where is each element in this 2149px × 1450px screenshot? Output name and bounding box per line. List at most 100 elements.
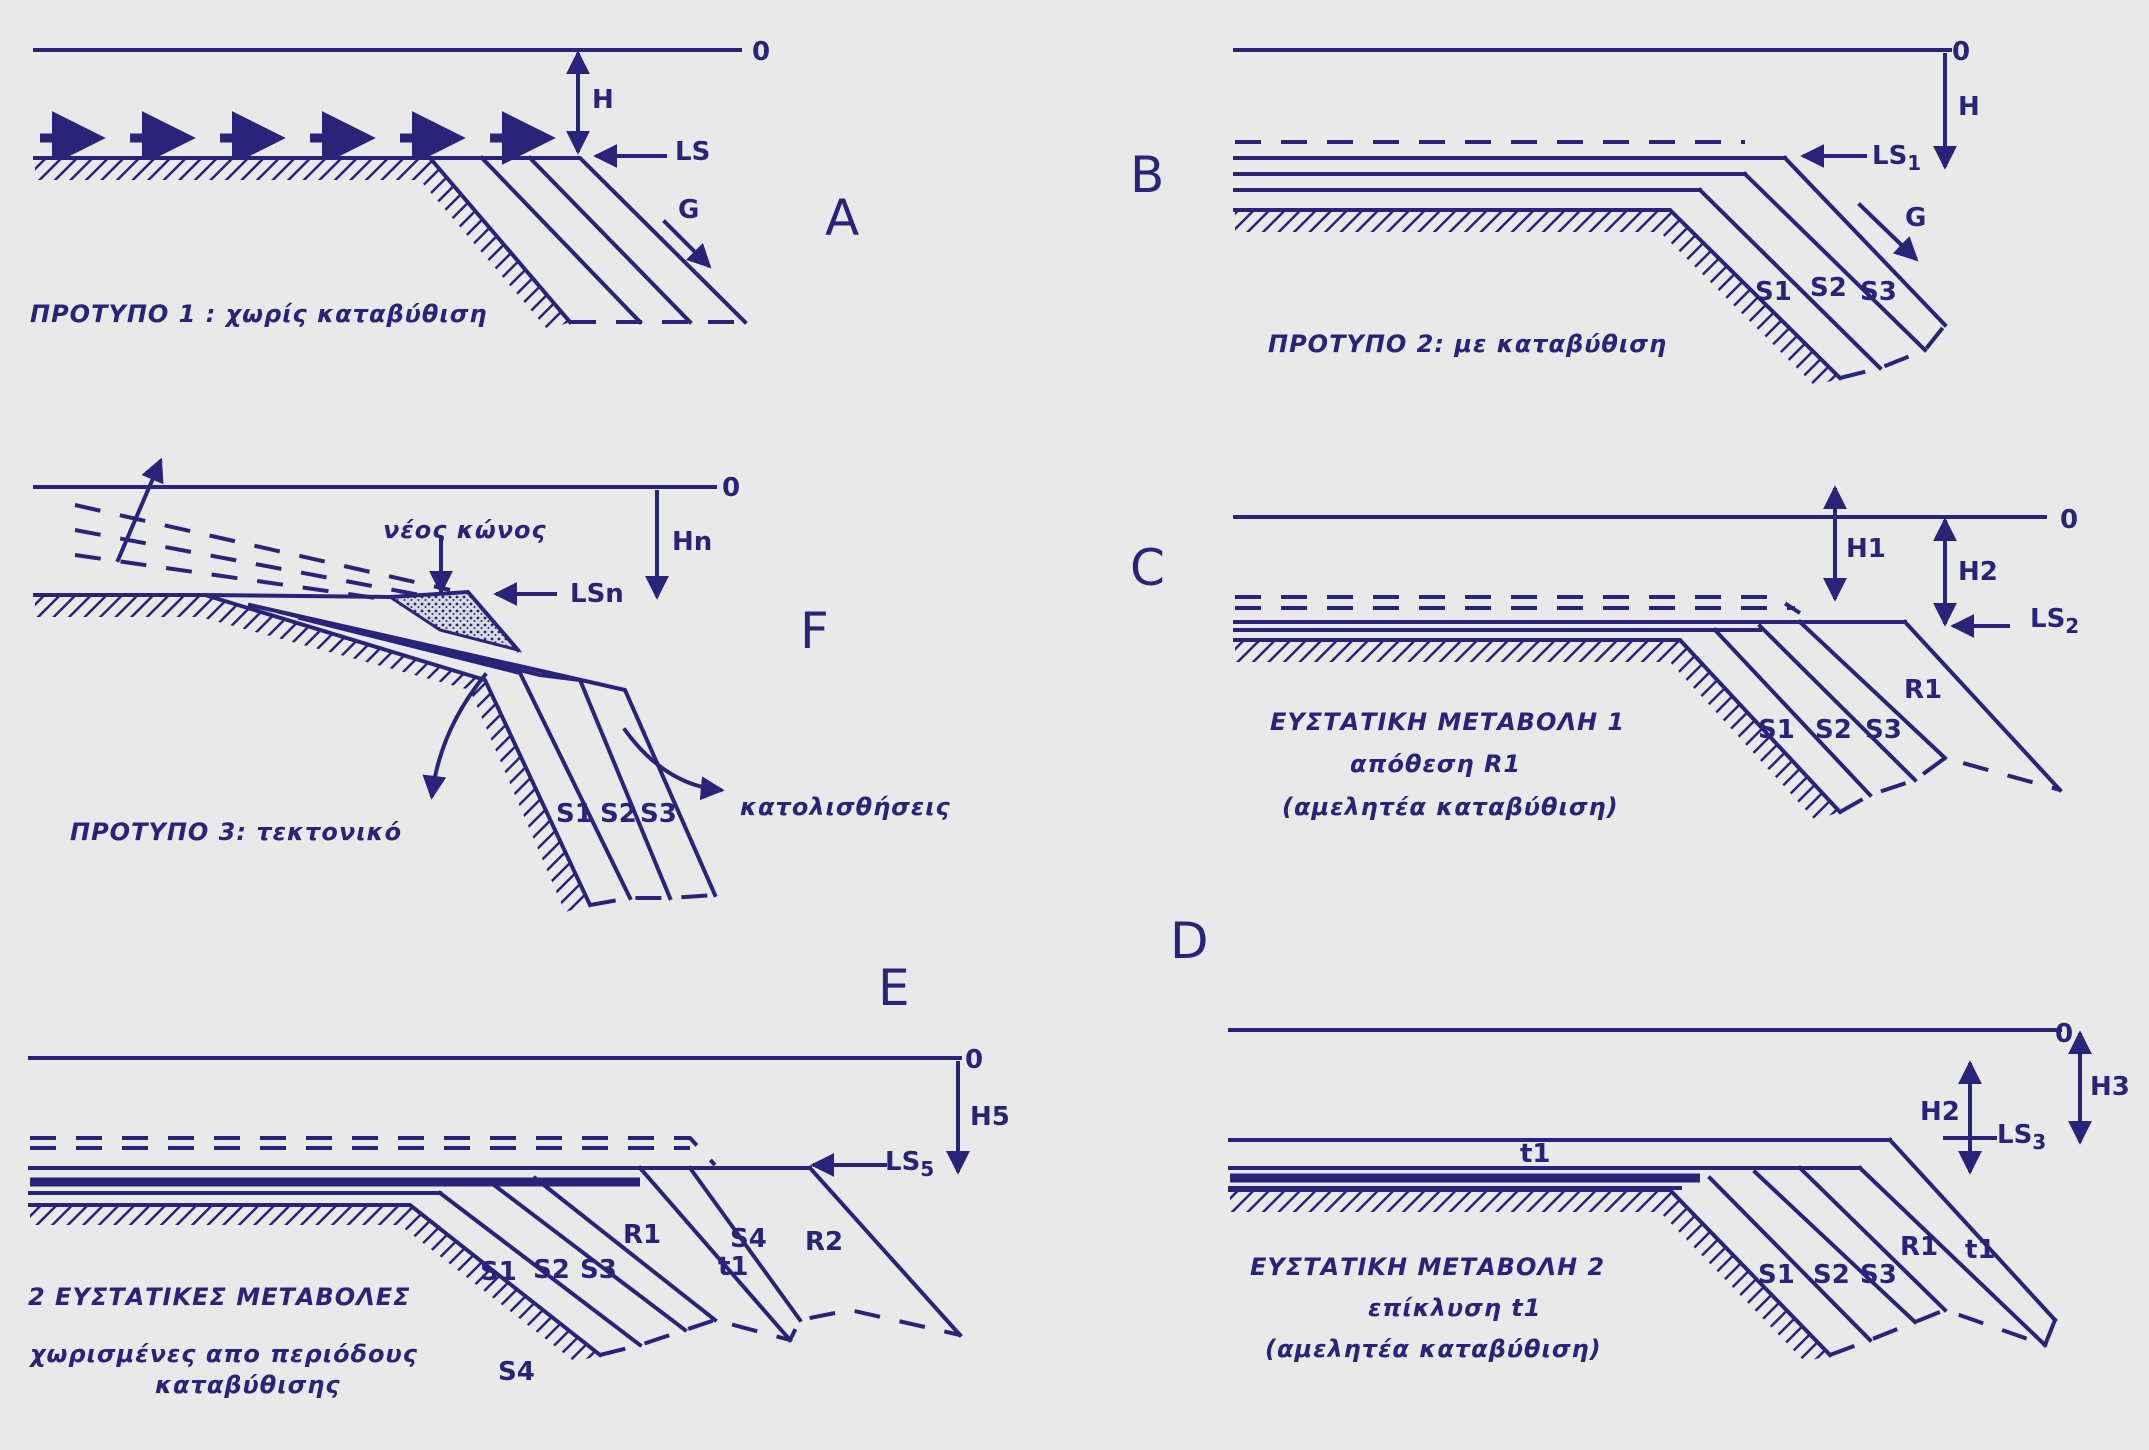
basement-surface — [1233, 208, 1843, 381]
gravity-label: G — [1905, 203, 1926, 233]
tilted-layer — [297, 615, 633, 901]
panel-caption-line-2: χωρισμένες απο περιόδους — [28, 1340, 418, 1368]
zero-label: 0 — [2060, 505, 2078, 535]
substrate-hatch — [35, 158, 570, 330]
uplifted-layer-dashed — [74, 528, 421, 597]
s2-label: S2 — [533, 1255, 570, 1285]
clinoform-s1 — [1707, 1175, 1873, 1343]
zero-label: 0 — [752, 37, 770, 67]
t1-top-label: t1 — [1520, 1139, 1551, 1169]
h1-label: H1 — [1846, 534, 1886, 564]
zero-label: 0 — [2055, 1019, 2073, 1049]
panel-caption-line-2: απόθεση R1 — [1350, 750, 1521, 778]
ls-label: LS3 — [1997, 1120, 2046, 1154]
r1-label: R1 — [623, 1220, 661, 1250]
uplift-arrow — [115, 457, 164, 563]
clinoform-s1 — [437, 1190, 643, 1348]
ls-label: LS5 — [885, 1147, 934, 1181]
r1-label: R1 — [1900, 1232, 1938, 1262]
panel-e: E 0 H5 LS5 S1 S2 S3 R1 S4 t1 R2 S4 2 ΕΥΣ… — [28, 959, 1010, 1399]
clinoform-r2 — [807, 1165, 963, 1338]
clinoform-s2 — [1752, 1169, 1918, 1325]
panel-caption-line-3: (αμελητέα καταβύθιση) — [1265, 1335, 1602, 1363]
gravity-arrow — [662, 219, 712, 269]
h3-label: H3 — [2090, 1072, 2130, 1102]
clinoform-s2 — [1742, 171, 1928, 353]
clinoform-s1 — [1712, 627, 1873, 798]
ls-label: LSn — [570, 579, 624, 609]
s2-label: S2 — [600, 799, 637, 829]
s1-label: S1 — [1755, 277, 1792, 307]
s3-label: S3 — [640, 799, 677, 829]
toe-dashed — [1829, 1307, 2046, 1357]
panel-caption-line-3: (αμελητέα καταβύθιση) — [1282, 793, 1619, 821]
panel-letter: D — [1170, 912, 1209, 970]
subsidence-arrow — [422, 672, 488, 800]
clinoform-r1 — [1902, 619, 2063, 793]
s1-label: S1 — [1758, 715, 1795, 745]
s1-label: S1 — [480, 1257, 517, 1287]
s1-label: S1 — [1758, 1260, 1795, 1290]
r2-label: R2 — [805, 1227, 843, 1257]
uplifted-layer-dashed — [74, 553, 391, 602]
panel-b: 0 H LS1 G S1 S2 S3 B ΠΡΟΤΥΠΟ 2: με καταβ… — [1130, 37, 1980, 386]
clinoform-r1 — [637, 1165, 793, 1343]
transgressive-slope — [1887, 1137, 2058, 1323]
clinoform-s2 — [487, 1179, 688, 1333]
substrate-hatch — [35, 595, 590, 912]
s2-label: S2 — [1810, 273, 1847, 303]
basement-surface — [1228, 1188, 1833, 1358]
clinoform-s3 — [1797, 619, 1948, 761]
clinoform-1 — [479, 155, 643, 325]
panel-letter: C — [1130, 539, 1165, 597]
clinoform-s4 — [687, 1165, 803, 1323]
toe-dashed — [1839, 755, 2061, 814]
zero-label: 0 — [965, 1045, 983, 1075]
s3-label: S3 — [1865, 715, 1902, 745]
t1-label: t1 — [718, 1252, 749, 1282]
panel-caption-line-1: ΕΥΣΤΑΤΙΚΗ ΜΕΤΑΒΟΛΗ 2 — [1250, 1253, 1605, 1281]
gravity-arrow — [1857, 202, 1919, 262]
panel-f: 0 Hn νέος κώνος LSn S1 S2 S3 κατολισθήσε… — [33, 457, 951, 912]
substrate-hatch — [1230, 1190, 1830, 1362]
h2-label: H2 — [1958, 557, 1998, 587]
clinoform-r1 — [1857, 1165, 2048, 1348]
panel-caption: ΠΡΟΤΥΠΟ 1 : χωρίς καταβύθιση — [30, 300, 487, 328]
new-cone-label: νέος κώνος — [383, 516, 547, 544]
panel-letter: A — [825, 189, 859, 247]
s2-label: S2 — [1813, 1260, 1850, 1290]
depth-label: Hn — [672, 527, 712, 557]
panel-caption-line-1: ΕΥΣΤΑΤΙΚΗ ΜΕΤΑΒΟΛΗ 1 — [1270, 708, 1625, 736]
h2-label: H2 — [1920, 1097, 1960, 1127]
s2-label: S2 — [1815, 715, 1852, 745]
panel-letter: F — [800, 602, 829, 660]
slides-label: κατολισθήσεις — [740, 793, 951, 821]
panel-caption: ΠΡΟΤΥΠΟ 3: τεκτονικό — [70, 818, 402, 846]
s3-label: S3 — [1860, 1260, 1897, 1290]
panel-caption-line-3: καταβύθισης — [155, 1371, 341, 1399]
panel-caption: ΠΡΟΤΥΠΟ 2: με καταβύθιση — [1268, 330, 1667, 358]
clinoform-2 — [527, 155, 693, 325]
depth-label: H — [592, 85, 614, 115]
basement-surface — [33, 593, 593, 908]
basement-surface — [28, 1203, 603, 1358]
toe-dashed — [589, 893, 716, 907]
s4-lower-label: S4 — [498, 1357, 535, 1387]
gravity-label: G — [678, 195, 699, 225]
clinoform-s1 — [1697, 187, 1883, 371]
r1-label: R1 — [1904, 675, 1942, 705]
panel-a: 0 H LS G A ΠΡΟΤΥΠΟ 1 : χωρίς καταβύθιση — [30, 37, 859, 330]
clinoform-s2 — [1757, 623, 1918, 783]
panel-letter: B — [1130, 146, 1164, 204]
clinoform-s3 — [1782, 155, 1948, 328]
panel-caption-line-2: επίκλυση t1 — [1368, 1294, 1541, 1322]
slide-arrow — [622, 727, 725, 801]
s4-label: S4 — [730, 1224, 767, 1254]
panel-c: 0 H1 H2 LS2 S1 S2 S3 R1 C ΕΥΣΤΑΤΙΚΗ ΜΕΤΑ… — [1130, 485, 2079, 821]
s3-label: S3 — [1860, 277, 1897, 307]
zero-label: 0 — [1952, 37, 1970, 67]
t1-slope-label: t1 — [1965, 1235, 1996, 1265]
previous-shelf-dashed — [30, 1136, 717, 1167]
depth-label: H — [1958, 92, 1980, 122]
